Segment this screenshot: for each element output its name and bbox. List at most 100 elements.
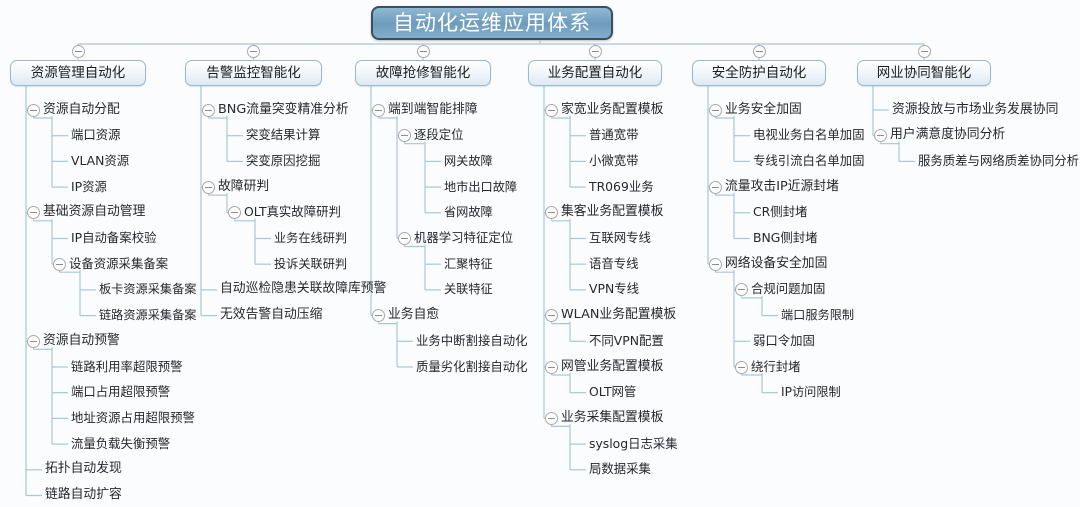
tree-node-label[interactable]: 网管业务配置模板	[561, 358, 664, 374]
minus-circle-icon[interactable]	[27, 206, 40, 220]
tree-node-label[interactable]: 链路资源采集备案	[99, 308, 197, 323]
tree-node-label[interactable]: CR侧封堵	[753, 204, 808, 220]
tree-node-label[interactable]: 弱口令加固	[753, 332, 815, 348]
branch-node-6[interactable]: 网业协同智能化	[857, 60, 991, 86]
tree-node-label[interactable]: 质量劣化割接自动化	[416, 358, 528, 374]
tree-node-label[interactable]: 普通宽带	[589, 127, 639, 143]
branch-node-1[interactable]: 资源管理自动化	[10, 60, 146, 86]
minus-circle-icon[interactable]	[398, 232, 411, 245]
tree-node-label[interactable]: 网络设备安全加固	[725, 255, 828, 271]
tree-node-label[interactable]: 设备资源采集备案	[69, 255, 169, 271]
tree-node-label[interactable]: 家宽业务配置模板	[561, 101, 664, 117]
minus-circle-icon[interactable]	[752, 44, 766, 58]
tree-node-label[interactable]: 语音专线	[589, 255, 639, 271]
minus-circle-icon[interactable]	[917, 44, 931, 58]
tree-node-label[interactable]: WLAN业务配置模板	[561, 307, 677, 323]
tree-node-label[interactable]: 业务自愈	[388, 307, 440, 323]
tree-node-label[interactable]: 服务质差与网络质差协同分析	[918, 152, 1080, 168]
tree-node-label[interactable]: BNG流量突变精准分析	[218, 101, 349, 117]
minus-circle-icon[interactable]	[735, 283, 748, 297]
minus-circle-icon[interactable]	[372, 309, 385, 323]
tree-node-label[interactable]: OLT真实故障研判	[244, 204, 341, 220]
tree-node-label[interactable]: 突变原因挖掘	[246, 152, 321, 168]
tree-node-label[interactable]: 小微宽带	[589, 152, 639, 168]
tree-node-label[interactable]: 省网故障	[444, 205, 493, 220]
tree-node-label[interactable]: 流量负载失衡预警	[71, 435, 171, 451]
tree-node-label[interactable]: 地址资源占用超限预警	[71, 409, 195, 425]
minus-circle-icon[interactable]	[545, 206, 558, 220]
tree-node-label[interactable]: 板卡资源采集备案	[99, 282, 197, 297]
minus-circle-icon[interactable]	[372, 103, 385, 117]
minus-circle-icon[interactable]	[874, 129, 887, 143]
tree-node-label[interactable]: VLAN资源	[71, 152, 130, 168]
tree-node-label[interactable]: 绕行封堵	[751, 358, 801, 374]
tree-node-label[interactable]: 端口服务限制	[781, 308, 855, 323]
tree-node-label[interactable]: 拓扑自动发现	[45, 461, 122, 477]
tree-node-label[interactable]: 端口资源	[71, 127, 121, 143]
tree-node-label[interactable]: 逐段定位	[414, 127, 464, 143]
tree-node-label[interactable]: 地市出口故障	[444, 179, 518, 194]
root-node[interactable]: 自动化运维应用体系	[371, 6, 613, 40]
branch-node-4[interactable]: 业务配置自动化	[528, 60, 662, 86]
tree-node-label[interactable]: 业务在线研判	[274, 231, 348, 245]
tree-node-label[interactable]: IP自动备案校验	[71, 230, 157, 245]
minus-circle-icon[interactable]	[545, 103, 558, 117]
minus-circle-icon[interactable]	[588, 44, 602, 58]
tree-node-label[interactable]: 链路利用率超限预警	[71, 358, 183, 374]
tree-node-label[interactable]: TR069业务	[589, 178, 654, 194]
tree-node-label[interactable]: 专线引流白名单加固	[753, 152, 865, 168]
tree-node-label[interactable]: 集客业务配置模板	[561, 204, 664, 220]
minus-circle-icon[interactable]	[27, 334, 40, 348]
tree-node-label[interactable]: 电视业务白名单加固	[753, 127, 865, 143]
minus-circle-icon[interactable]	[709, 103, 722, 117]
minus-circle-icon[interactable]	[27, 103, 40, 117]
minus-circle-icon[interactable]	[202, 103, 215, 117]
tree-node-label[interactable]: 关联特征	[444, 282, 493, 297]
minus-circle-icon[interactable]	[709, 180, 722, 194]
branch-node-5[interactable]: 安全防护自动化	[692, 60, 826, 86]
tree-node-label[interactable]: 基础资源自动管理	[43, 204, 146, 220]
tree-node-label[interactable]: IP资源	[71, 178, 107, 194]
minus-circle-icon[interactable]	[735, 360, 748, 374]
tree-node-label[interactable]: 业务中断割接自动化	[416, 332, 528, 348]
tree-node-label[interactable]: 局数据采集	[589, 461, 651, 477]
tree-node-label[interactable]: 合规问题加固	[751, 281, 826, 297]
tree-node-label[interactable]: 投诉关联研判	[274, 256, 348, 271]
tree-node-label[interactable]: 汇聚特征	[444, 256, 493, 271]
tree-node-label[interactable]: 互联网专线	[589, 230, 651, 245]
tree-node-label[interactable]: 流量攻击IP近源封堵	[725, 178, 839, 194]
tree-node-label[interactable]: 无效告警自动压缩	[220, 307, 323, 323]
minus-circle-icon[interactable]	[545, 411, 558, 425]
branch-node-3[interactable]: 故障抢修智能化	[355, 60, 491, 86]
tree-node-label[interactable]: syslog日志采集	[589, 435, 678, 451]
tree-node-label[interactable]: 用户满意度协同分析	[890, 127, 1006, 143]
minus-circle-icon[interactable]	[202, 180, 215, 194]
minus-circle-icon[interactable]	[398, 129, 411, 143]
minus-circle-icon[interactable]	[53, 257, 66, 271]
tree-node-label[interactable]: 资源投放与市场业务发展协同	[892, 101, 1059, 117]
minus-circle-icon[interactable]	[545, 360, 558, 374]
minus-circle-icon[interactable]	[416, 44, 430, 58]
tree-node-label[interactable]: 端到端智能排障	[388, 101, 478, 117]
tree-node-label[interactable]: 资源自动分配	[43, 101, 120, 117]
tree-node-label[interactable]: 业务安全加固	[725, 101, 802, 117]
tree-node-label[interactable]: 业务采集配置模板	[561, 409, 664, 425]
tree-node-label[interactable]: 故障研判	[218, 178, 270, 194]
tree-node-label[interactable]: VPN专线	[589, 281, 639, 297]
minus-circle-icon[interactable]	[247, 44, 260, 58]
minus-circle-icon[interactable]	[228, 206, 241, 220]
tree-node-label[interactable]: IP访问限制	[781, 385, 841, 400]
tree-node-label[interactable]: 机器学习特征定位	[414, 230, 514, 245]
minus-circle-icon[interactable]	[545, 309, 558, 323]
tree-node-label[interactable]: 链路自动扩容	[45, 487, 122, 502]
minus-circle-icon[interactable]	[71, 44, 85, 58]
branch-node-2[interactable]: 告警监控智能化	[185, 60, 322, 86]
tree-node-label[interactable]: 网关故障	[444, 153, 493, 168]
tree-node-label[interactable]: 不同VPN配置	[589, 332, 664, 348]
tree-node-label[interactable]: BNG侧封堵	[753, 230, 818, 245]
tree-node-label[interactable]: 突变结果计算	[246, 127, 321, 143]
tree-node-label[interactable]: 资源自动预警	[43, 332, 120, 348]
tree-node-label[interactable]: 自动巡检隐患关联故障库预警	[220, 281, 387, 297]
tree-node-label[interactable]: OLT网管	[589, 384, 637, 400]
minus-circle-icon[interactable]	[709, 257, 722, 271]
